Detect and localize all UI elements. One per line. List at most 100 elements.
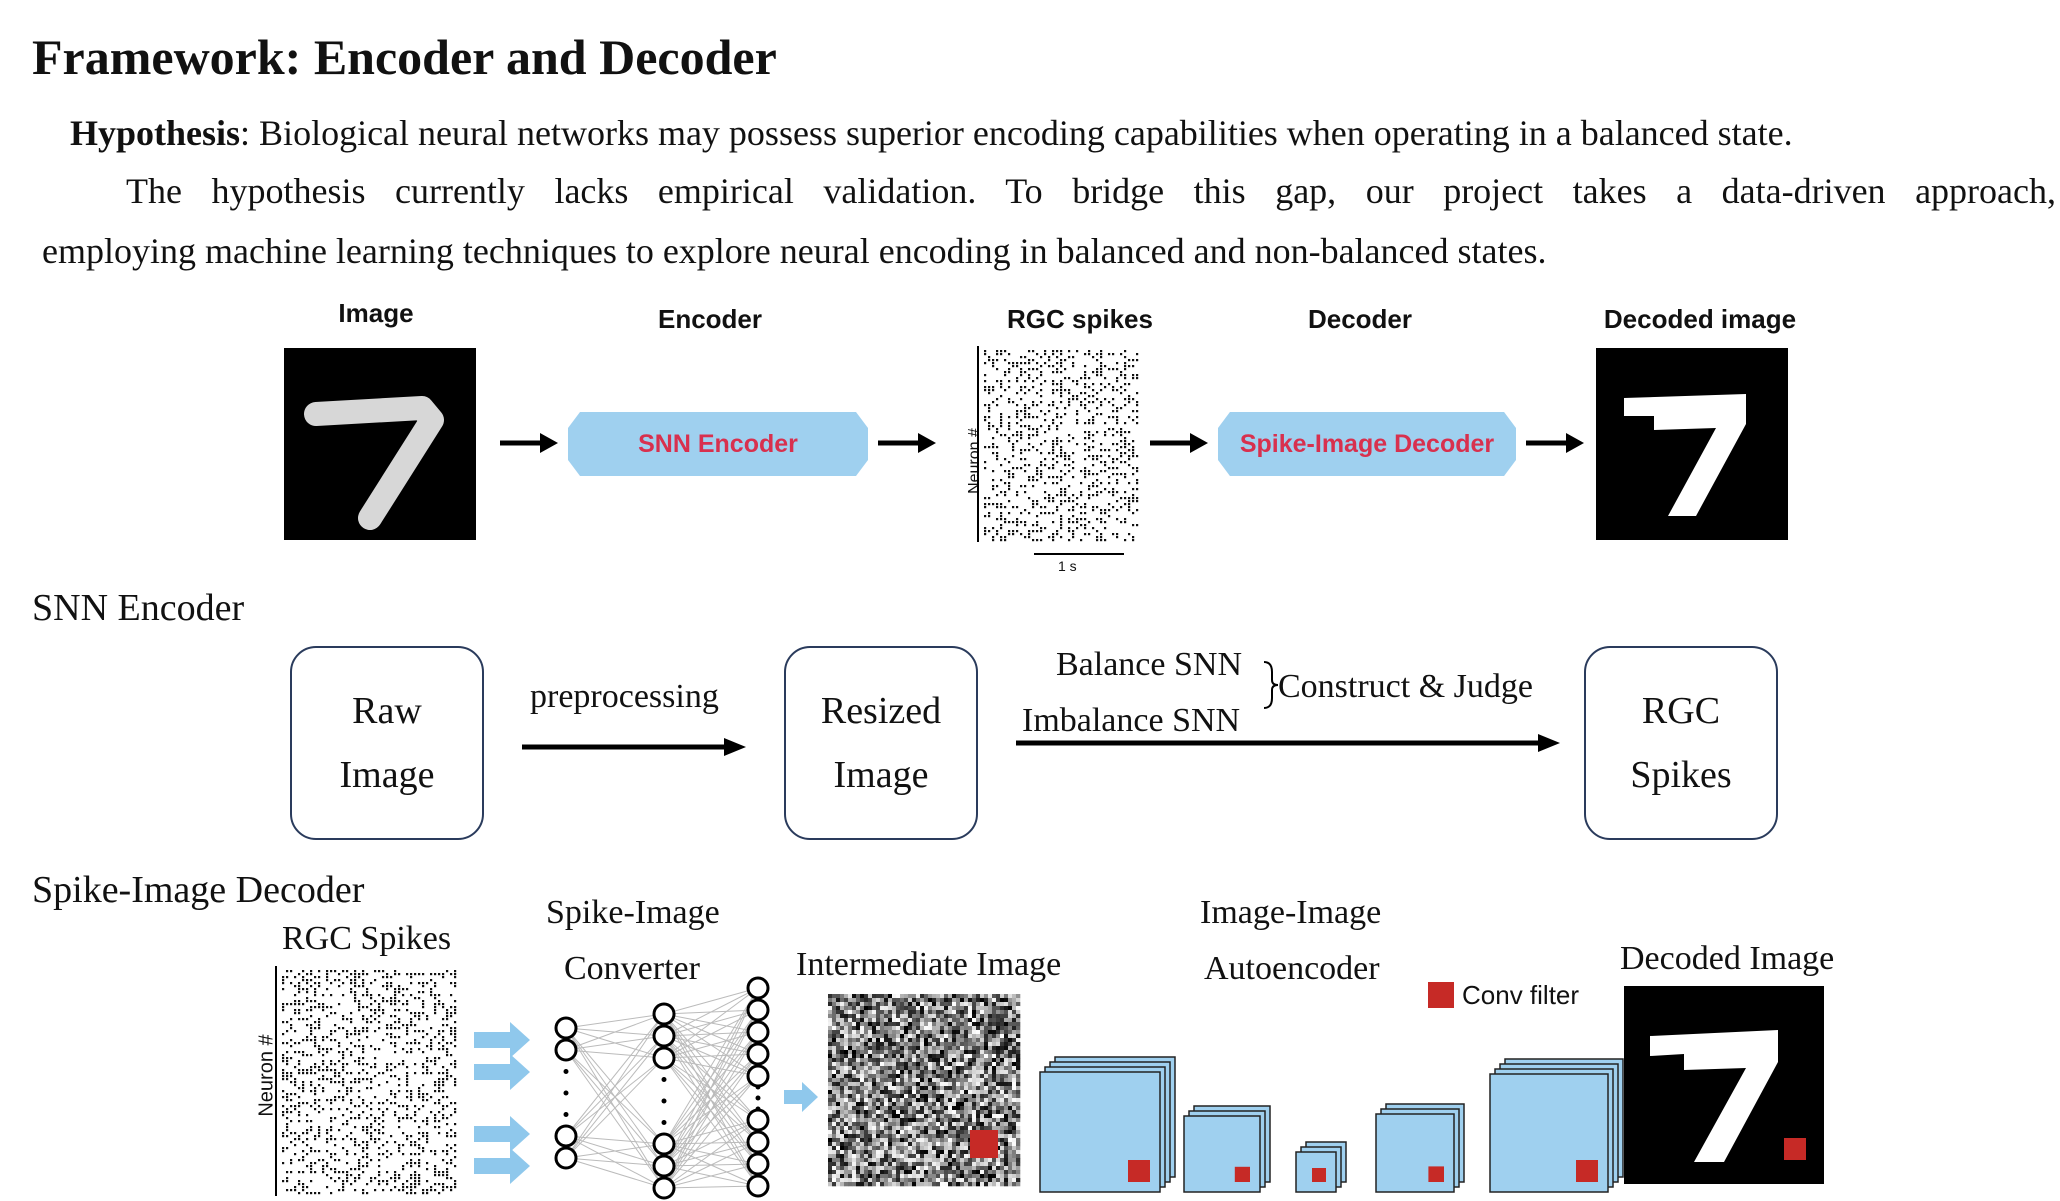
neuron-node — [746, 1130, 770, 1154]
neuron-node — [746, 1152, 770, 1176]
resized-image-line2: Image — [833, 754, 929, 796]
rgc-spikes-box: RGC Spikes — [1584, 646, 1778, 840]
raw-image-line2: Image — [339, 754, 435, 796]
conv-filter-mark — [1234, 1166, 1250, 1182]
resized-image-box: Resized Image — [784, 646, 978, 840]
conv-layer-stack — [1489, 1058, 1624, 1193]
intermediate-noise-image — [828, 994, 1021, 1187]
converter-line1: Spike-Image — [546, 894, 720, 931]
conv-filter-mark — [1576, 1160, 1598, 1182]
paragraph-line-2: employing machine learning techniques to… — [42, 231, 1547, 271]
intermediate-arrow — [784, 1082, 818, 1112]
neuron-node — [746, 998, 770, 1022]
arrow-1 — [500, 433, 558, 453]
spike-image-decoder-box: Spike-Image Decoder — [1218, 412, 1516, 476]
decoded-digit-image — [1596, 348, 1788, 540]
conv-layer-stack — [1039, 1056, 1176, 1193]
conv-filter-mark — [1428, 1166, 1444, 1182]
preprocessing-label: preprocessing — [530, 678, 719, 715]
raw-image-line1: Raw — [352, 690, 422, 732]
spike-image-decoder-text: Spike-Image Decoder — [1239, 429, 1495, 458]
neuron-node — [652, 1154, 676, 1178]
conv-layer-stack — [1375, 1103, 1465, 1193]
ellipsis-dot — [755, 1095, 761, 1101]
imbalance-snn-label: Imbalance SNN — [1022, 702, 1241, 739]
conv-filter-mark — [1128, 1160, 1150, 1182]
scale-bar-label: 1 s — [1058, 558, 1077, 574]
snn-encoder-section-title: SNN Encoder — [32, 587, 245, 629]
snn-encoder-box: SNN Encoder — [568, 412, 868, 476]
spike-raster — [977, 346, 1139, 542]
construct-judge-label: Construct & Judge — [1278, 668, 1533, 705]
neuron-node — [554, 1124, 578, 1148]
arrow-2 — [878, 433, 936, 453]
ellipsis-dot — [563, 1090, 569, 1096]
rgc-spikes-line2: Spikes — [1630, 754, 1732, 796]
intermediate-image-label: Intermediate Image — [796, 946, 1062, 983]
spike-ticks — [282, 970, 457, 1195]
neuron-node — [554, 1146, 578, 1170]
ellipsis-dot — [661, 1120, 667, 1125]
ellipsis-dot — [563, 1069, 569, 1074]
input-digit-image — [284, 348, 476, 540]
neuron-node — [554, 1016, 578, 1040]
balance-snn-label: Balance SNN — [1056, 646, 1243, 683]
spike-ticks — [984, 350, 1139, 542]
conv-filter-legend-icon — [1428, 982, 1454, 1008]
network-connections — [565, 987, 759, 1189]
neuron-node — [652, 1132, 676, 1156]
scale-bar — [1034, 553, 1124, 555]
autoencoder-line1: Image-Image — [1200, 894, 1382, 931]
hypothesis-line: Hypothesis: Biological neural networks m… — [70, 112, 1793, 154]
input-arrows — [474, 1022, 530, 1184]
ellipsis-dot — [661, 1098, 667, 1104]
ellipsis-dot — [755, 1084, 761, 1090]
brace-icon — [1263, 661, 1279, 709]
decoder-section-title: Spike-Image Decoder — [32, 869, 365, 911]
autoencoder-line2: Autoencoder — [1204, 950, 1380, 987]
conv-filter-mark — [1312, 1168, 1326, 1182]
decoded-image-caption: Decoded Image — [1620, 940, 1835, 977]
neuron-node — [652, 1024, 676, 1048]
hypothesis-label: Hypothesis — [70, 113, 241, 153]
neuron-node — [746, 1064, 770, 1088]
output-filter-mark — [1784, 1138, 1806, 1160]
decoder-label: Decoder — [1307, 304, 1413, 334]
neuron-node — [554, 1038, 578, 1062]
rgc-spikes-line1: RGC — [1641, 690, 1721, 732]
decoder-output-image — [1624, 986, 1824, 1184]
neuron-node — [746, 1108, 770, 1132]
decoder-spike-raster — [275, 966, 457, 1196]
ellipsis-dot — [661, 1077, 667, 1082]
intermediate-filter-mark — [970, 1130, 998, 1158]
construct-arrow — [1016, 734, 1560, 752]
arrow-4 — [1526, 433, 1584, 453]
rgc-spikes-label: RGC spikes — [1007, 304, 1153, 334]
ellipsis-dot — [563, 1112, 569, 1117]
neuron-node — [746, 1174, 770, 1198]
neuron-node — [746, 1042, 770, 1066]
neuron-node — [652, 1046, 676, 1070]
neuron-node — [746, 976, 770, 1000]
noise-pixels — [828, 994, 1021, 1187]
preprocessing-arrow — [522, 738, 746, 756]
conv-filter-legend-label: Conv filter — [1462, 980, 1580, 1010]
conv-layer-stack — [1183, 1105, 1271, 1193]
image-label: Image — [338, 298, 414, 328]
encoder-label: Encoder — [657, 304, 763, 334]
converter-line2: Converter — [564, 950, 700, 987]
converter-network — [554, 976, 770, 1200]
decoded-image-label: Decoded image — [1603, 304, 1797, 334]
neuron-node — [652, 1002, 676, 1026]
autoencoder-layers — [1039, 1056, 1624, 1193]
hypothesis-text: : Biological neural networks may possess… — [240, 113, 1793, 153]
arrow-3 — [1150, 433, 1208, 453]
neuron-node — [652, 1176, 676, 1200]
paragraph-line-1: The hypothesis currently lacks empirical… — [126, 171, 2056, 211]
resized-image-line1: Resized — [820, 690, 942, 732]
raw-image-box: Raw Image — [290, 646, 484, 840]
neuron-node — [746, 1020, 770, 1044]
conv-layer-stack — [1295, 1141, 1347, 1193]
rgc-spikes-caption: RGC Spikes — [282, 920, 452, 957]
